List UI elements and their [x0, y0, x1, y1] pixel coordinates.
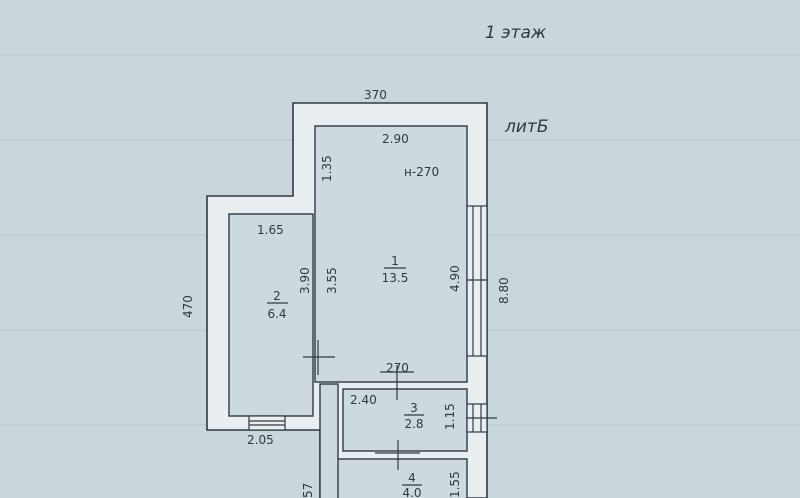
room-3-number: 3: [410, 401, 418, 415]
window-bottom-room2: [248, 415, 286, 431]
room-3-label: 3 2.8: [404, 401, 424, 431]
dim-room1-height: н-270: [404, 165, 439, 179]
dim-room2-top: 1.65: [257, 223, 284, 237]
dim-room3-height: 1.15: [443, 403, 457, 430]
dim-room3-width: 2.40: [350, 393, 377, 407]
dim-room1-left: 3.55: [325, 267, 339, 294]
floor-label: 1 этаж: [485, 23, 547, 43]
dim-room1-bottom: 270: [386, 361, 409, 375]
room-2-area: 6.4: [267, 307, 286, 321]
room-3-area: 2.8: [404, 417, 423, 431]
dim-room1-left-upper: 1.35: [320, 155, 334, 182]
door-marks: [303, 340, 497, 470]
room-3: [342, 388, 468, 452]
dim-room2-right: 3.90: [298, 267, 312, 294]
room-1-number: 1: [391, 254, 399, 268]
dim-outer-right: 8.80: [497, 277, 511, 304]
room-4-number: 4: [408, 471, 416, 485]
dim-room4-height: 1.55: [448, 471, 462, 498]
room-2: [228, 213, 314, 417]
room-4-area: 4.0: [402, 486, 421, 498]
room-2-number: 2: [273, 289, 281, 303]
room-4-label: 4 4.0: [402, 471, 422, 498]
dim-partial-left: 57: [301, 483, 315, 498]
corridor: [319, 383, 339, 498]
dim-outer-left: 470: [181, 295, 195, 318]
room-1-label: 1 13.5: [382, 254, 409, 285]
dim-bottom-left: 2.05: [247, 433, 274, 447]
dim-room1-right: 4.90: [448, 265, 462, 292]
room-2-label: 2 6.4: [267, 289, 288, 321]
building-label: литБ: [504, 117, 548, 137]
room-4: [332, 458, 468, 498]
dim-room1-top: 2.90: [382, 132, 409, 146]
dim-outer-top: 370: [364, 88, 387, 102]
window-right-upper: [466, 205, 488, 357]
room-1-area: 13.5: [382, 271, 409, 285]
